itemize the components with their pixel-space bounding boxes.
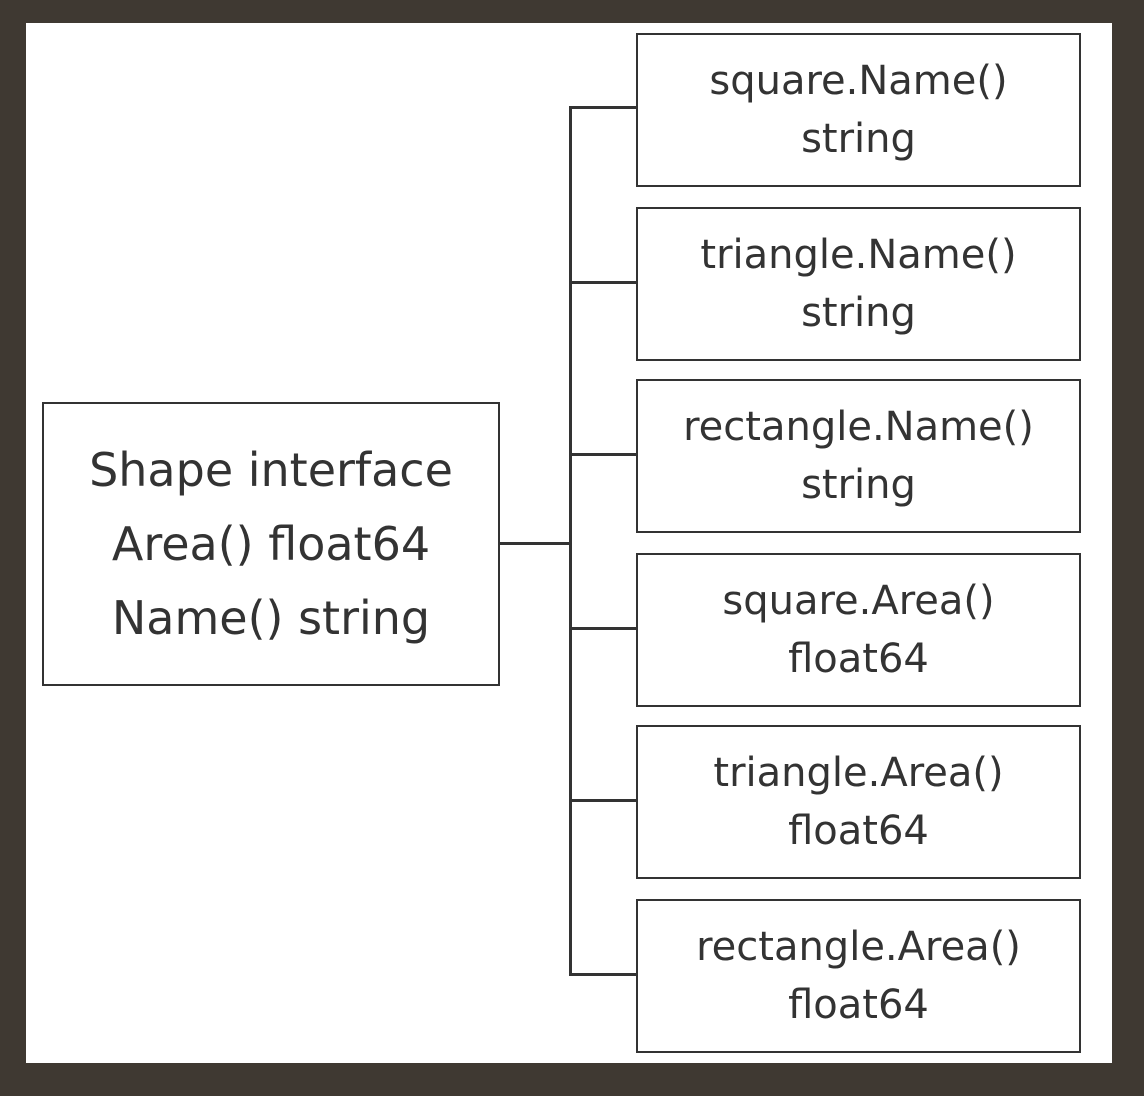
impl-box-square-area: square.Area() float64 — [636, 553, 1081, 707]
impl-return-type: float64 — [788, 808, 929, 854]
impl-method: rectangle.Name() — [683, 404, 1034, 450]
connector-trunk — [569, 106, 572, 976]
impl-box-triangle-area: triangle.Area() float64 — [636, 725, 1081, 879]
impl-method: square.Name() — [709, 58, 1008, 104]
impl-return-type: string — [801, 116, 916, 162]
impl-box-triangle-name: triangle.Name() string — [636, 207, 1081, 361]
impl-method: triangle.Area() — [713, 750, 1004, 796]
connector-branch-2 — [569, 281, 636, 284]
impl-method: rectangle.Area() — [696, 924, 1021, 970]
impl-box-rectangle-area: rectangle.Area() float64 — [636, 899, 1081, 1053]
impl-return-type: float64 — [788, 636, 929, 682]
impl-return-type: string — [801, 462, 916, 508]
connector-branch-4 — [569, 627, 636, 630]
impl-return-type: string — [801, 290, 916, 336]
connector-branch-1 — [569, 106, 636, 109]
interface-area-method: Area() float64 — [111, 517, 431, 571]
interface-title: Shape interface — [89, 443, 453, 497]
interface-name-method: Name() string — [111, 591, 431, 645]
connector-branch-6 — [569, 973, 636, 976]
diagram-canvas: Shape interface Area() float64 Name() st… — [26, 23, 1112, 1063]
connector-branch-3 — [569, 453, 636, 456]
connector-main-horizontal — [500, 542, 571, 545]
impl-method: triangle.Name() — [700, 232, 1017, 278]
impl-box-rectangle-name: rectangle.Name() string — [636, 379, 1081, 533]
impl-box-square-name: square.Name() string — [636, 33, 1081, 187]
shape-interface-box: Shape interface Area() float64 Name() st… — [42, 402, 500, 686]
connector-branch-5 — [569, 799, 636, 802]
impl-return-type: float64 — [788, 982, 929, 1028]
impl-method: square.Area() — [722, 578, 995, 624]
